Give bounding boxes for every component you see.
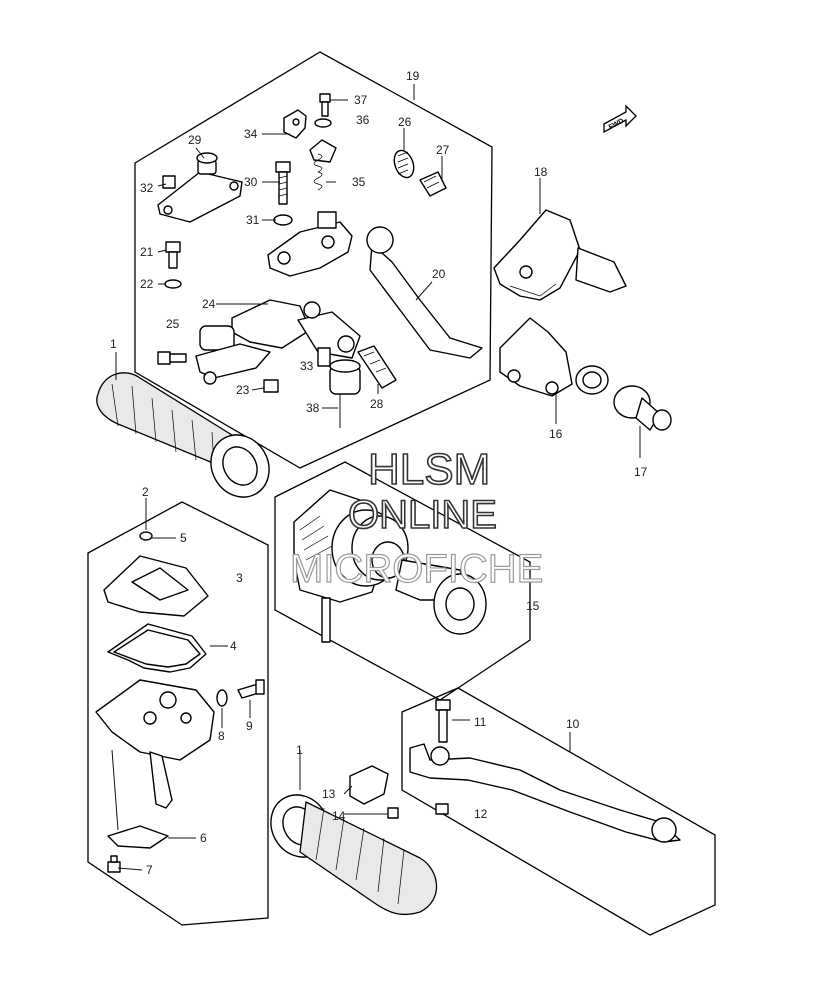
fwd-label: FWD <box>608 118 625 132</box>
bolt-21 <box>165 241 181 269</box>
washer-8 <box>216 689 228 707</box>
callout-18: 18 <box>534 165 548 179</box>
frame-switch-assembly <box>274 461 531 701</box>
callout-29: 29 <box>188 133 202 147</box>
bracket-6 <box>107 825 169 849</box>
throttle-housing <box>95 679 215 831</box>
callout-1-upper: 1 <box>110 337 117 351</box>
bolt-25 <box>157 351 187 365</box>
switch-38 <box>329 359 361 428</box>
bolt-33 <box>317 347 331 367</box>
grip-lower <box>270 794 438 916</box>
callout-22: 22 <box>140 277 154 291</box>
lever-10 <box>409 743 681 843</box>
adjuster-26 <box>393 149 415 179</box>
screw-37 <box>319 93 331 117</box>
callout-38: 38 <box>306 401 320 415</box>
callout-30: 30 <box>244 175 258 189</box>
callout-3: 3 <box>236 571 243 585</box>
callouts: 19 37 36 34 26 27 29 30 35 32 31 21 22 2… <box>110 69 648 877</box>
callout-7: 7 <box>146 863 153 877</box>
screw-14 <box>387 807 399 819</box>
callout-34: 34 <box>244 127 258 141</box>
frame-lever-assembly <box>134 51 493 469</box>
callout-10: 10 <box>566 717 580 731</box>
screw-7 <box>107 855 121 873</box>
callout-27: 27 <box>436 143 450 157</box>
watermark-line2: ONLINE <box>348 493 497 537</box>
bolt-11 <box>435 699 451 743</box>
bolt-27 <box>419 171 447 197</box>
adjuster-17 <box>613 385 672 431</box>
callout-1-lower: 1 <box>296 743 303 757</box>
callout-11: 11 <box>474 715 487 729</box>
callout-31: 31 <box>246 213 260 227</box>
callout-32: 32 <box>140 181 154 195</box>
lever-20 <box>366 226 483 359</box>
frame-lever-10 <box>401 687 716 936</box>
callout-2: 2 <box>142 485 149 499</box>
callout-19: 19 <box>406 69 420 83</box>
callout-14: 14 <box>332 809 346 823</box>
frame-throttle-assembly <box>87 501 269 926</box>
callout-36: 36 <box>356 113 370 127</box>
callout-28: 28 <box>370 397 384 411</box>
nut-12 <box>435 803 449 815</box>
screw-2-5 <box>139 531 153 541</box>
cap-3 <box>103 555 209 617</box>
master-cylinder-24 <box>195 299 311 385</box>
switch-13 <box>349 765 389 805</box>
bracket-34 <box>283 109 307 139</box>
callout-13: 13 <box>322 787 336 801</box>
callout-17: 17 <box>634 465 648 479</box>
spring-35 <box>313 153 323 191</box>
nut-32 <box>162 175 176 189</box>
clamp-bracket <box>267 211 353 277</box>
callout-23: 23 <box>236 383 250 397</box>
callout-24: 24 <box>202 297 216 311</box>
pivot-bracket <box>297 301 361 359</box>
washer-22 <box>164 279 182 289</box>
bolt-9 <box>237 679 265 699</box>
leader-lines <box>115 84 641 871</box>
callout-35: 35 <box>352 175 366 189</box>
callout-37: 37 <box>354 93 368 107</box>
watermark-line1: HLSM <box>368 445 490 494</box>
washer-36 <box>309 118 337 163</box>
callout-8: 8 <box>218 729 225 743</box>
holder-16 <box>499 317 609 397</box>
callout-12: 12 <box>474 807 488 821</box>
callout-33: 33 <box>300 359 314 373</box>
grip-upper <box>96 372 270 498</box>
callout-4: 4 <box>230 639 237 653</box>
bolt-28 <box>357 345 397 389</box>
washer-31 <box>273 214 293 226</box>
bolt-30 <box>275 161 291 205</box>
fwd-arrow-icon: FWD <box>603 104 637 134</box>
callout-26: 26 <box>398 115 412 129</box>
gasket-4 <box>107 623 207 673</box>
callout-21: 21 <box>140 245 154 259</box>
switch-15 <box>293 489 487 643</box>
callout-20: 20 <box>432 267 446 281</box>
callout-9: 9 <box>246 719 253 733</box>
nut-23 <box>263 379 279 393</box>
watermark-line3: MICROFICHE <box>290 547 543 591</box>
callout-5: 5 <box>180 531 187 545</box>
callout-6: 6 <box>200 831 207 845</box>
cover-18 <box>493 209 627 301</box>
callout-16: 16 <box>549 427 563 441</box>
callout-15: 15 <box>526 599 540 613</box>
watermark: HLSM ONLINE MICROFICHE <box>289 444 544 591</box>
callout-25: 25 <box>166 317 180 331</box>
